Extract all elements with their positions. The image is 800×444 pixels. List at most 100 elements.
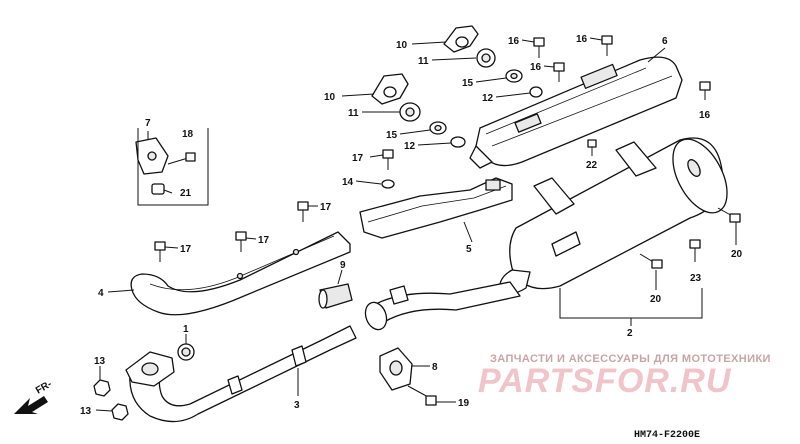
leader-21 [163, 189, 173, 194]
washer-14 [381, 179, 395, 189]
label-2: 2 [627, 328, 633, 339]
label-6: 6 [662, 36, 668, 47]
fr-label: FR- [34, 379, 54, 397]
leader-6 [647, 47, 666, 63]
collar-21 [151, 183, 165, 195]
bracket-10-upper [443, 25, 479, 53]
clamp-7 [135, 137, 169, 175]
sleeve-9 [318, 283, 353, 309]
bracket-10-lower [371, 73, 409, 105]
label-12-upper: 12 [482, 93, 494, 104]
label-20-a: 20 [650, 294, 662, 305]
label-7: 7 [145, 118, 151, 129]
leader-4 [107, 289, 135, 293]
bolt-17-c [235, 231, 247, 252]
bolt-16-d [699, 81, 711, 100]
label-5: 5 [466, 244, 472, 255]
watermark-tagline: ЗАПЧАСТИ И АКСЕССУАРЫ ДЛЯ МОТОТЕХНИКИ [490, 353, 771, 365]
nut-13-b [111, 403, 129, 421]
exhaust-pipe-3 [125, 325, 357, 423]
leader-14 [355, 180, 382, 185]
leader-16c [543, 65, 555, 68]
label-15-upper: 15 [462, 78, 474, 89]
bolt-19 [407, 385, 437, 406]
label-4: 4 [98, 288, 104, 299]
callout-labels: 10 11 15 12 16 16 16 16 6 10 11 15 12 7 … [80, 34, 743, 417]
label-16-c: 16 [530, 62, 542, 73]
clamp-8 [379, 347, 413, 391]
leader-16a [521, 39, 535, 43]
bolt-20-a [639, 253, 663, 269]
watermark-brand: PARTSFOR.RU [478, 362, 732, 400]
grommet-11-upper [476, 48, 496, 68]
heat-shield-5 [359, 177, 513, 239]
bolt-16-a [533, 37, 545, 58]
label-16-b: 16 [576, 34, 588, 45]
leader-5 [463, 221, 473, 243]
label-17-c: 17 [258, 235, 270, 246]
label-11-upper: 11 [418, 56, 429, 67]
leader-17a [369, 154, 384, 158]
bolt-17-b [297, 201, 309, 222]
label-19: 19 [458, 398, 470, 409]
nut-12-upper [529, 86, 543, 98]
label-9: 9 [340, 260, 346, 271]
label-10-lower: 10 [324, 92, 336, 103]
leader-2-bracket [559, 288, 703, 319]
label-14: 14 [342, 177, 354, 188]
label-17-b: 17 [320, 202, 332, 213]
grommet-11-lower [399, 102, 421, 122]
label-17-a: 17 [352, 153, 364, 164]
label-16-a: 16 [508, 36, 520, 47]
bolt-23 [689, 239, 701, 262]
label-23: 23 [690, 273, 702, 284]
label-3: 3 [294, 400, 300, 411]
heat-shield-4 [130, 231, 351, 316]
bolt-22 [587, 139, 597, 156]
label-1: 1 [183, 324, 189, 335]
leader-12b [417, 142, 452, 146]
collar-15-lower [429, 121, 447, 135]
leader-13b [95, 409, 113, 412]
leader-15a [475, 77, 507, 83]
label-8: 8 [432, 362, 438, 373]
bolt-20-b [717, 207, 741, 223]
label-20-b: 20 [731, 249, 743, 260]
gasket-1 [177, 343, 195, 361]
leader-16b [589, 37, 603, 41]
joint-pipe [364, 281, 521, 331]
leader-11a [431, 57, 477, 61]
bolt-16-b [601, 35, 613, 56]
label-13-a: 13 [94, 356, 106, 367]
label-18: 18 [182, 129, 194, 140]
leader-7-bracket [137, 128, 209, 206]
bolt-16-c [553, 62, 565, 82]
leader-9 [337, 269, 343, 285]
nut-12-lower [450, 136, 466, 148]
bolt-17-a [382, 149, 394, 170]
label-15-lower: 15 [386, 130, 398, 141]
figure-code: HM74-F2200E [634, 430, 700, 441]
leader-12a [495, 92, 531, 98]
bolt-18 [167, 152, 196, 165]
muffler-2 [499, 137, 728, 295]
label-13-b: 13 [80, 406, 92, 417]
bolt-17-d [154, 241, 166, 262]
watermark: ЗАПЧАСТИ И АКСЕССУАРЫ ДЛЯ МОТОТЕХНИКИ PA… [478, 353, 771, 400]
label-10-upper: 10 [396, 40, 408, 51]
front-direction-marker: FR- [14, 379, 54, 414]
collar-15-upper [505, 69, 523, 83]
leader-15b [399, 129, 431, 135]
label-11-lower: 11 [348, 108, 359, 119]
nut-13-a [93, 379, 111, 397]
label-12-lower: 12 [404, 141, 416, 152]
leader-17c [245, 237, 257, 240]
heat-shield-6 [469, 56, 683, 169]
leader-10b [341, 93, 375, 97]
label-17-d: 17 [180, 244, 192, 255]
leader-17d [164, 246, 179, 249]
label-21: 21 [180, 188, 192, 199]
leader-10a [411, 41, 447, 45]
label-16-d: 16 [699, 110, 711, 121]
